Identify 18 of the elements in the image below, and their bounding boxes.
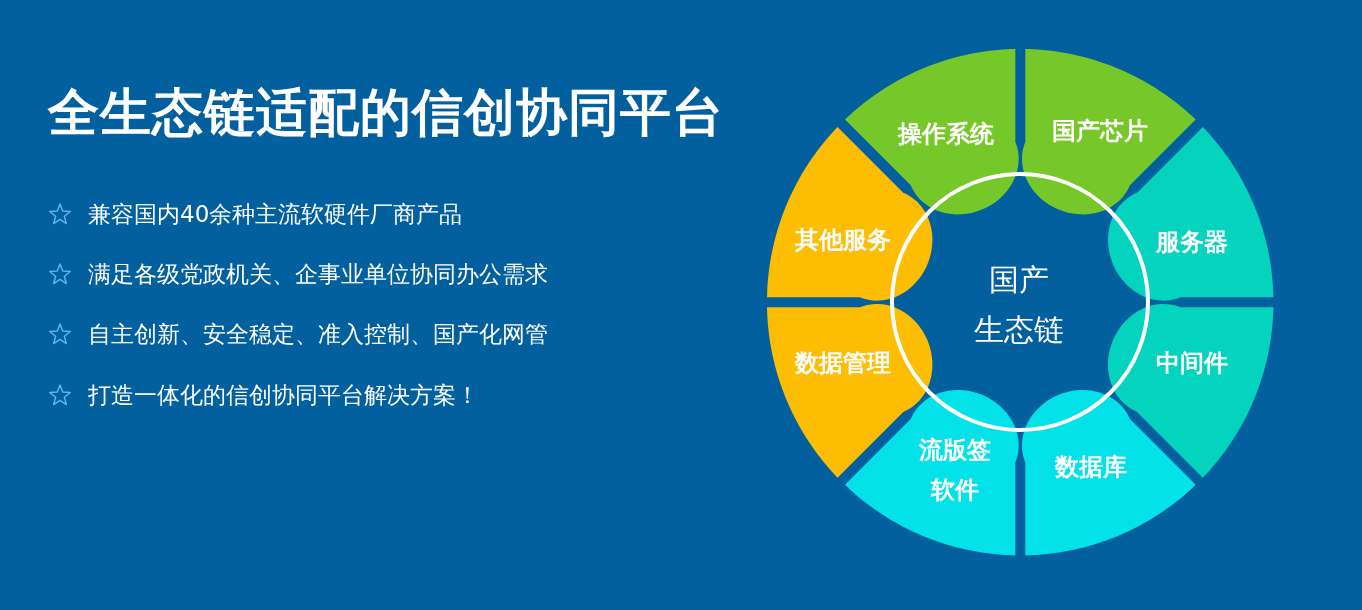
ring-segment xyxy=(1021,49,1196,215)
segment-label: 操作系统 xyxy=(898,119,994,150)
segment-label: 流版签软件 xyxy=(918,435,992,506)
ring-segment xyxy=(1021,389,1196,555)
segment-label: 数据库 xyxy=(1055,452,1127,483)
segment-label: 中间件 xyxy=(1156,348,1228,379)
segment-label: 其他服务 xyxy=(795,225,891,256)
bullet-text: 满足各级党政机关、企事业单位协同办公需求 xyxy=(88,260,548,289)
ring-segment xyxy=(844,49,1019,215)
bullet-text: 兼容国内40余种主流软硬件厂商产品 xyxy=(88,200,463,229)
title: 全生态链适配的信创协同平台 xyxy=(48,82,724,144)
bullet-text: 打造一体化的信创协同平台解决方案！ xyxy=(88,381,479,410)
bullet-text: 自主创新、安全稳定、准入控制、国产化网管 xyxy=(88,320,548,349)
center-circle xyxy=(890,172,1150,432)
center-label: 国产生态链 xyxy=(974,261,1066,349)
segment-label: 服务器 xyxy=(1156,227,1228,258)
segment-label: 国产芯片 xyxy=(1052,116,1148,147)
segment-label: 数据管理 xyxy=(795,348,891,379)
